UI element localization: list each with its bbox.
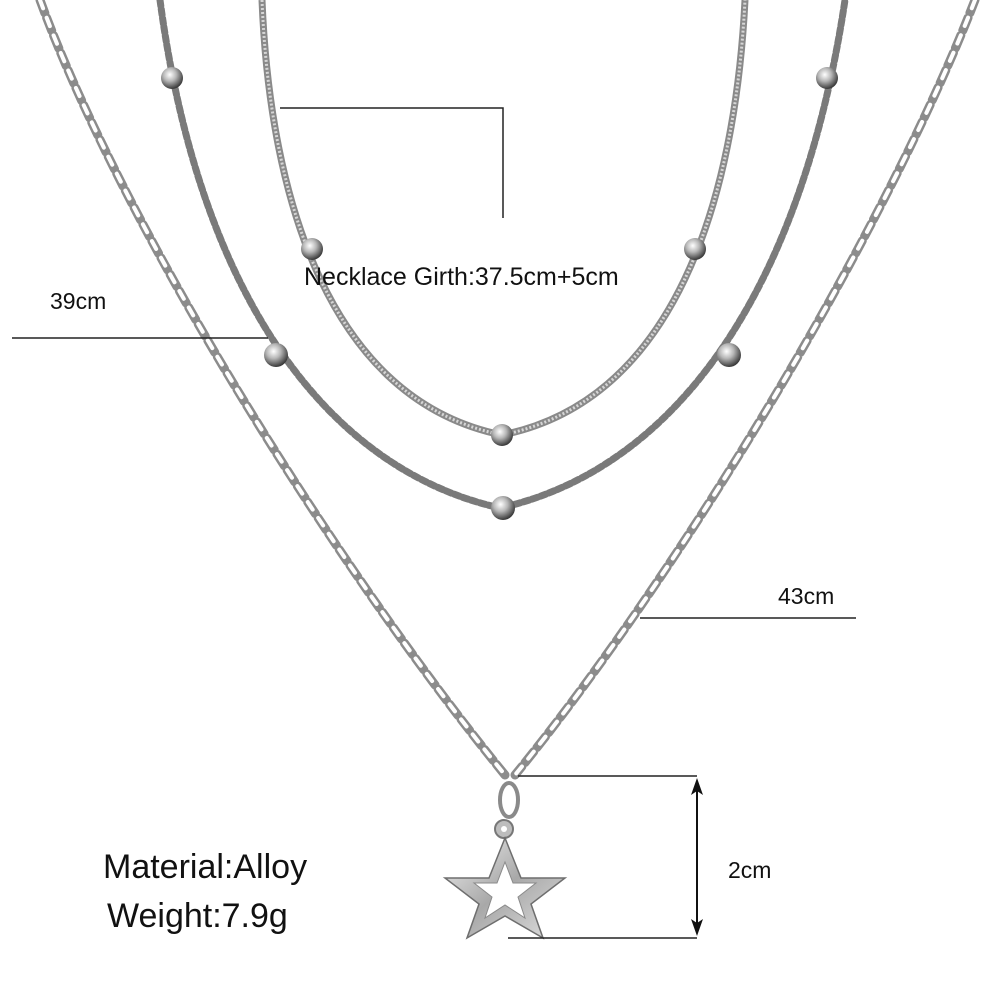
dimension-lines [12,107,856,939]
girth-label: Necklace Girth:37.5cm+5cm [304,263,619,291]
bead-chain [156,0,849,520]
pendant-size-arrow-icon [691,778,703,936]
star-pendant-icon [442,781,568,940]
material-label: Material:Alloy [103,848,308,886]
girth-leader-line [280,107,504,218]
length-39-label: 39cm [50,288,107,314]
pendant-size-label: 2cm [728,857,772,883]
length-43-label: 43cm [778,583,835,609]
weight-label: Weight:7.9g [107,897,288,935]
cable-chain [35,0,980,780]
snake-chain [258,0,749,446]
